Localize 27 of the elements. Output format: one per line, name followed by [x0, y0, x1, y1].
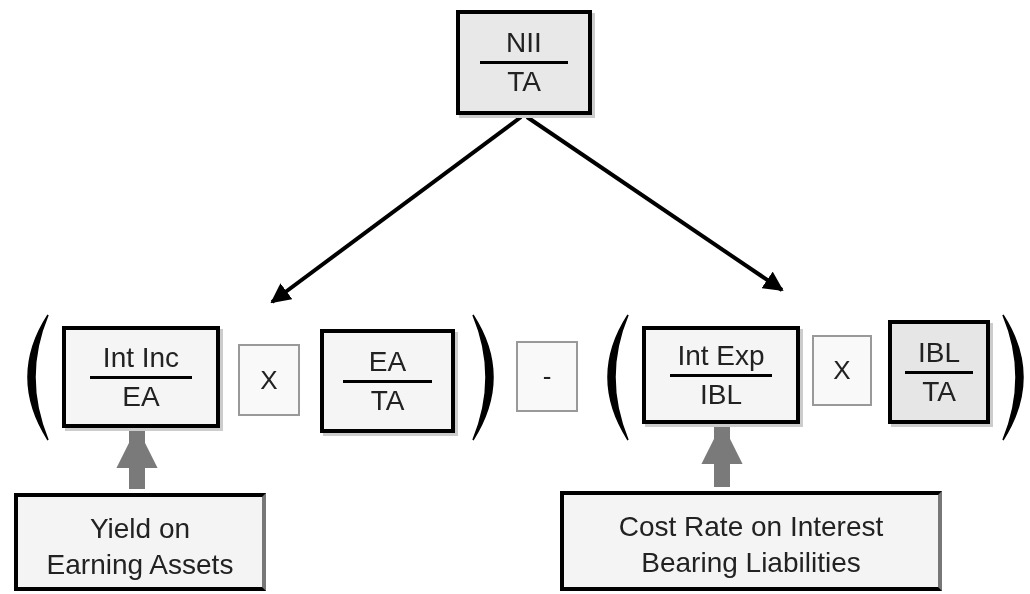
- denominator: IBL: [700, 377, 742, 411]
- numerator: IBL: [904, 336, 974, 374]
- fraction-box: [320, 329, 455, 433]
- operator-box: [516, 341, 578, 412]
- arrow: [270, 115, 523, 304]
- fraction-box: [62, 326, 220, 428]
- description-text: Yield on Earning Assets: [45, 512, 235, 583]
- numerator: EA: [343, 345, 432, 383]
- denominator: TA: [922, 374, 956, 408]
- denominator: EA: [122, 379, 160, 413]
- description-box: [560, 491, 942, 591]
- numerator: Int Exp: [670, 339, 772, 377]
- arrow: [525, 115, 784, 292]
- denominator: TA: [370, 383, 405, 417]
- operator-symbol: X: [260, 364, 278, 396]
- fraction-box: [888, 320, 990, 424]
- fraction-box: [642, 326, 800, 424]
- numerator: NII: [479, 27, 569, 64]
- operator-symbol: X: [833, 355, 851, 386]
- operator-box: [812, 335, 872, 406]
- description-text: Cost Rate on Interest Bearing Liabilities: [617, 510, 885, 581]
- description-box: [14, 493, 266, 591]
- numerator: Int Inc: [90, 341, 192, 379]
- denominator: TA: [507, 65, 541, 98]
- fraction-box: [456, 10, 592, 115]
- operator-symbol: -: [542, 361, 552, 392]
- operator-box: [238, 344, 300, 416]
